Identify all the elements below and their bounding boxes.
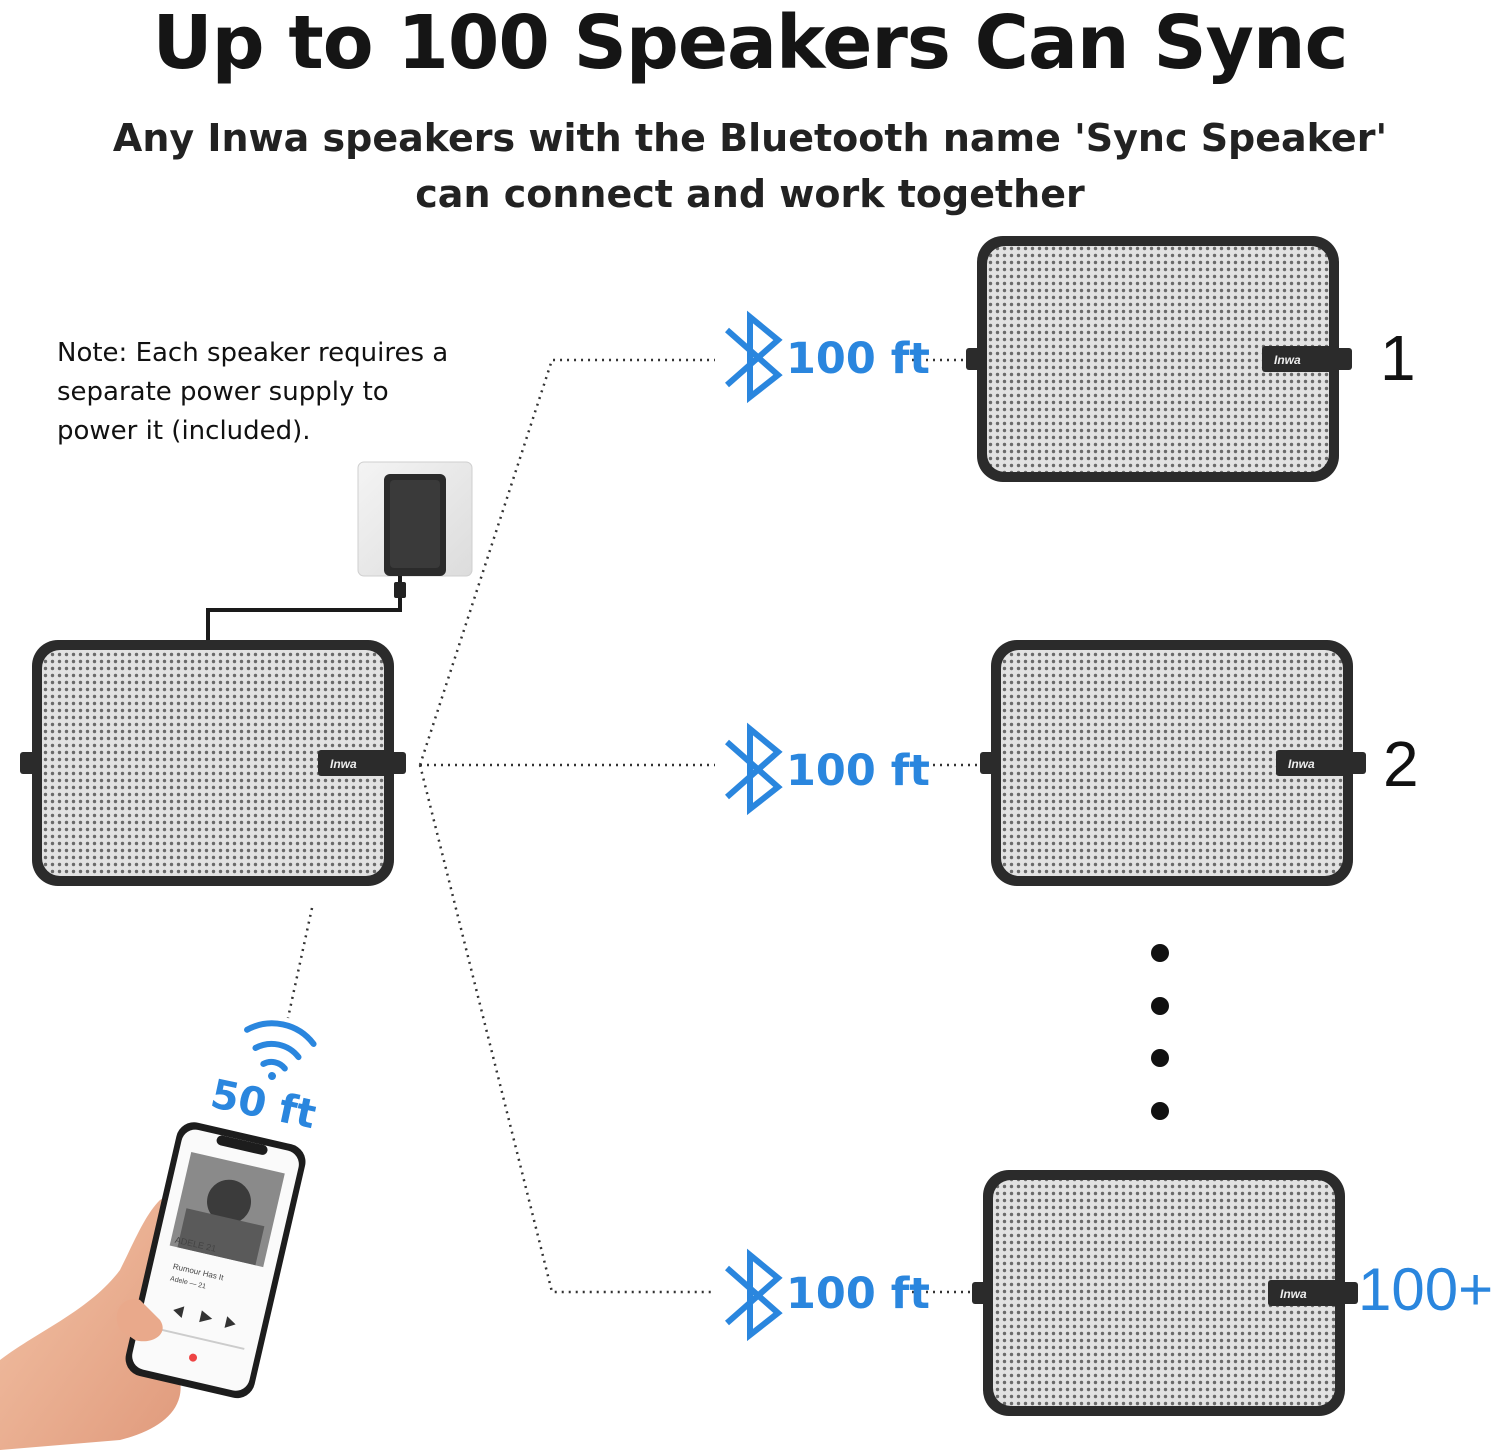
phone-link-line: [286, 907, 314, 1019]
speaker-label-2: 2: [1383, 728, 1419, 800]
brand-badge: [318, 750, 394, 776]
svg-text:Inwa: Inwa: [1288, 757, 1315, 771]
power-note-line-1: Note: Each speaker requires a: [57, 338, 449, 368]
speaker-100-plus: Inwa: [972, 1170, 1358, 1416]
link-distance-1: 100 ft: [786, 334, 930, 384]
playback-controls: [173, 1306, 236, 1328]
link-line-3: [418, 764, 715, 1294]
main-speaker: Inwa: [20, 640, 406, 886]
brand-badge: [1276, 750, 1352, 776]
power-note: Note: Each speaker requires a separate p…: [57, 334, 497, 451]
hand: [0, 1196, 181, 1450]
svg-text:Inwa: Inwa: [330, 757, 357, 771]
link-distance-2: 100 ft: [786, 746, 930, 796]
more-speakers-ellipsis: [1151, 944, 1169, 1120]
power-note-line-2: separate power supply to: [57, 377, 389, 407]
speaker-2: Inwa: [980, 640, 1366, 886]
phone: ADELE 21 Rumour Has It Adele — 21: [125, 1122, 306, 1399]
brand-badge: [1268, 1280, 1344, 1306]
bluetooth-icon: [725, 722, 783, 816]
power-cable: [206, 576, 402, 642]
subtitle-line-1: Any Inwa speakers with the Bluetooth nam…: [112, 116, 1388, 160]
speaker-1: Inwa: [966, 236, 1352, 482]
wifi-signal-icon: [244, 1020, 317, 1080]
svg-text:Inwa: Inwa: [1280, 1287, 1307, 1301]
power-adapter: [206, 461, 473, 642]
connection-lines: [286, 358, 980, 1294]
svg-text:Inwa: Inwa: [1274, 353, 1301, 367]
hand-with-phone: ADELE 21 Rumour Has It Adele — 21: [0, 1122, 306, 1450]
speaker-label-3: 100+: [1358, 1256, 1493, 1323]
phone-distance: 50 ft: [207, 1071, 320, 1138]
brand-badge: [1262, 346, 1338, 372]
power-note-line-3: power it (included).: [57, 416, 311, 446]
page-title: Up to 100 Speakers Can Sync: [152, 0, 1349, 86]
subtitle-line-2: can connect and work together: [415, 172, 1085, 216]
link-distance-3: 100 ft: [786, 1269, 930, 1319]
thumb: [116, 1299, 163, 1342]
bluetooth-icon: [725, 1248, 783, 1342]
link-line-1: [418, 358, 715, 766]
bluetooth-icon: [725, 310, 783, 404]
page-subtitle: Any Inwa speakers with the Bluetooth nam…: [100, 110, 1400, 222]
speaker-label-1: 1: [1380, 322, 1416, 394]
